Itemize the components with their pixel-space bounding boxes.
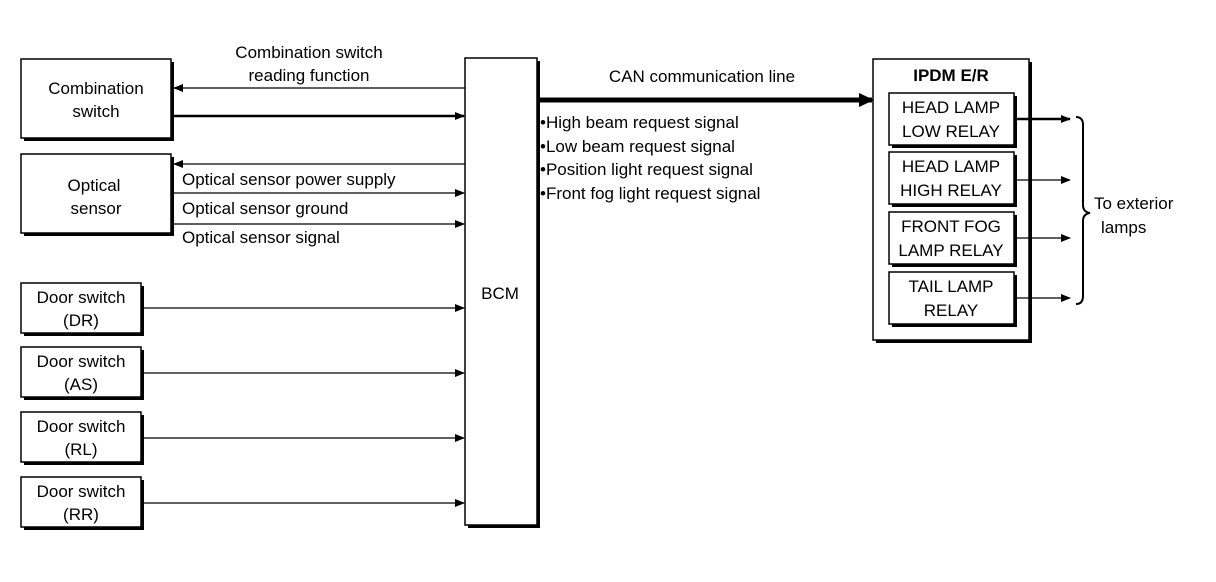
can-signal-high-beam: •High beam request signal	[540, 113, 739, 132]
relay-head-low-label-2: LOW RELAY	[902, 122, 1000, 141]
relay-front-fog-label-2: LAMP RELAY	[898, 241, 1003, 260]
door-switch-rl-box: Door switch (RL)	[20, 411, 144, 465]
ipdm-label: IPDM E/R	[913, 66, 989, 85]
optical-signal-label: Optical sensor signal	[182, 228, 340, 247]
door-switch-dr-box: Door switch (DR)	[20, 282, 144, 336]
to-exterior-label-1: To exterior	[1094, 194, 1174, 213]
door-switch-rr-label-2: (RR)	[63, 505, 99, 524]
optical-sensor-label-1: Optical	[68, 176, 121, 195]
relay-head-lamp-high: HEAD LAMP HIGH RELAY	[888, 151, 1017, 207]
to-exterior-label-2: lamps	[1101, 218, 1146, 237]
optical-sensor-box: Optical sensor	[20, 153, 174, 236]
optical-ground-label: Optical sensor ground	[182, 199, 348, 218]
relay-head-high-label-2: HIGH RELAY	[900, 181, 1002, 200]
can-signal-low-beam: •Low beam request signal	[540, 137, 735, 156]
door-switch-dr-label-1: Door switch	[37, 288, 126, 307]
door-switch-dr-label-2: (DR)	[63, 311, 99, 330]
door-switch-as-box: Door switch (AS)	[20, 346, 144, 400]
relay-front-fog-label-1: FRONT FOG	[901, 217, 1001, 236]
optical-power-label: Optical sensor power supply	[182, 170, 396, 189]
relay-tail-lamp: TAIL LAMP RELAY	[888, 271, 1017, 327]
bcm-box: BCM	[464, 57, 540, 528]
can-signal-position-light: •Position light request signal	[540, 160, 753, 179]
relay-front-fog: FRONT FOG LAMP RELAY	[888, 211, 1017, 267]
relay-tail-label-2: RELAY	[924, 301, 979, 320]
bcm-label: BCM	[481, 284, 519, 303]
door-switch-rr-label-1: Door switch	[37, 482, 126, 501]
combination-reading-label-2: reading function	[249, 66, 370, 85]
relay-tail-label-1: TAIL LAMP	[908, 277, 993, 296]
relay-head-lamp-low: HEAD LAMP LOW RELAY	[888, 92, 1017, 148]
can-line-label: CAN communication line	[609, 67, 795, 86]
optical-sensor-label-2: sensor	[70, 199, 121, 218]
door-switch-rl-label-2: (RL)	[64, 440, 97, 459]
relay-head-low-label-1: HEAD LAMP	[902, 98, 1000, 117]
relay-head-high-label-1: HEAD LAMP	[902, 157, 1000, 176]
combination-switch-label-1: Combination	[48, 79, 143, 98]
can-line-arrowhead	[859, 93, 874, 107]
door-switch-rl-label-1: Door switch	[37, 417, 126, 436]
combination-reading-label-1: Combination switch	[235, 43, 382, 62]
exterior-lamps-brace	[1075, 116, 1091, 305]
combination-switch-box: Combination switch	[20, 58, 174, 141]
can-signal-front-fog: •Front fog light request signal	[540, 184, 760, 203]
door-switch-rr-box: Door switch (RR)	[20, 476, 144, 530]
door-switch-as-label-2: (AS)	[64, 375, 98, 394]
combination-switch-label-2: switch	[72, 102, 119, 121]
door-switch-as-label-1: Door switch	[37, 352, 126, 371]
